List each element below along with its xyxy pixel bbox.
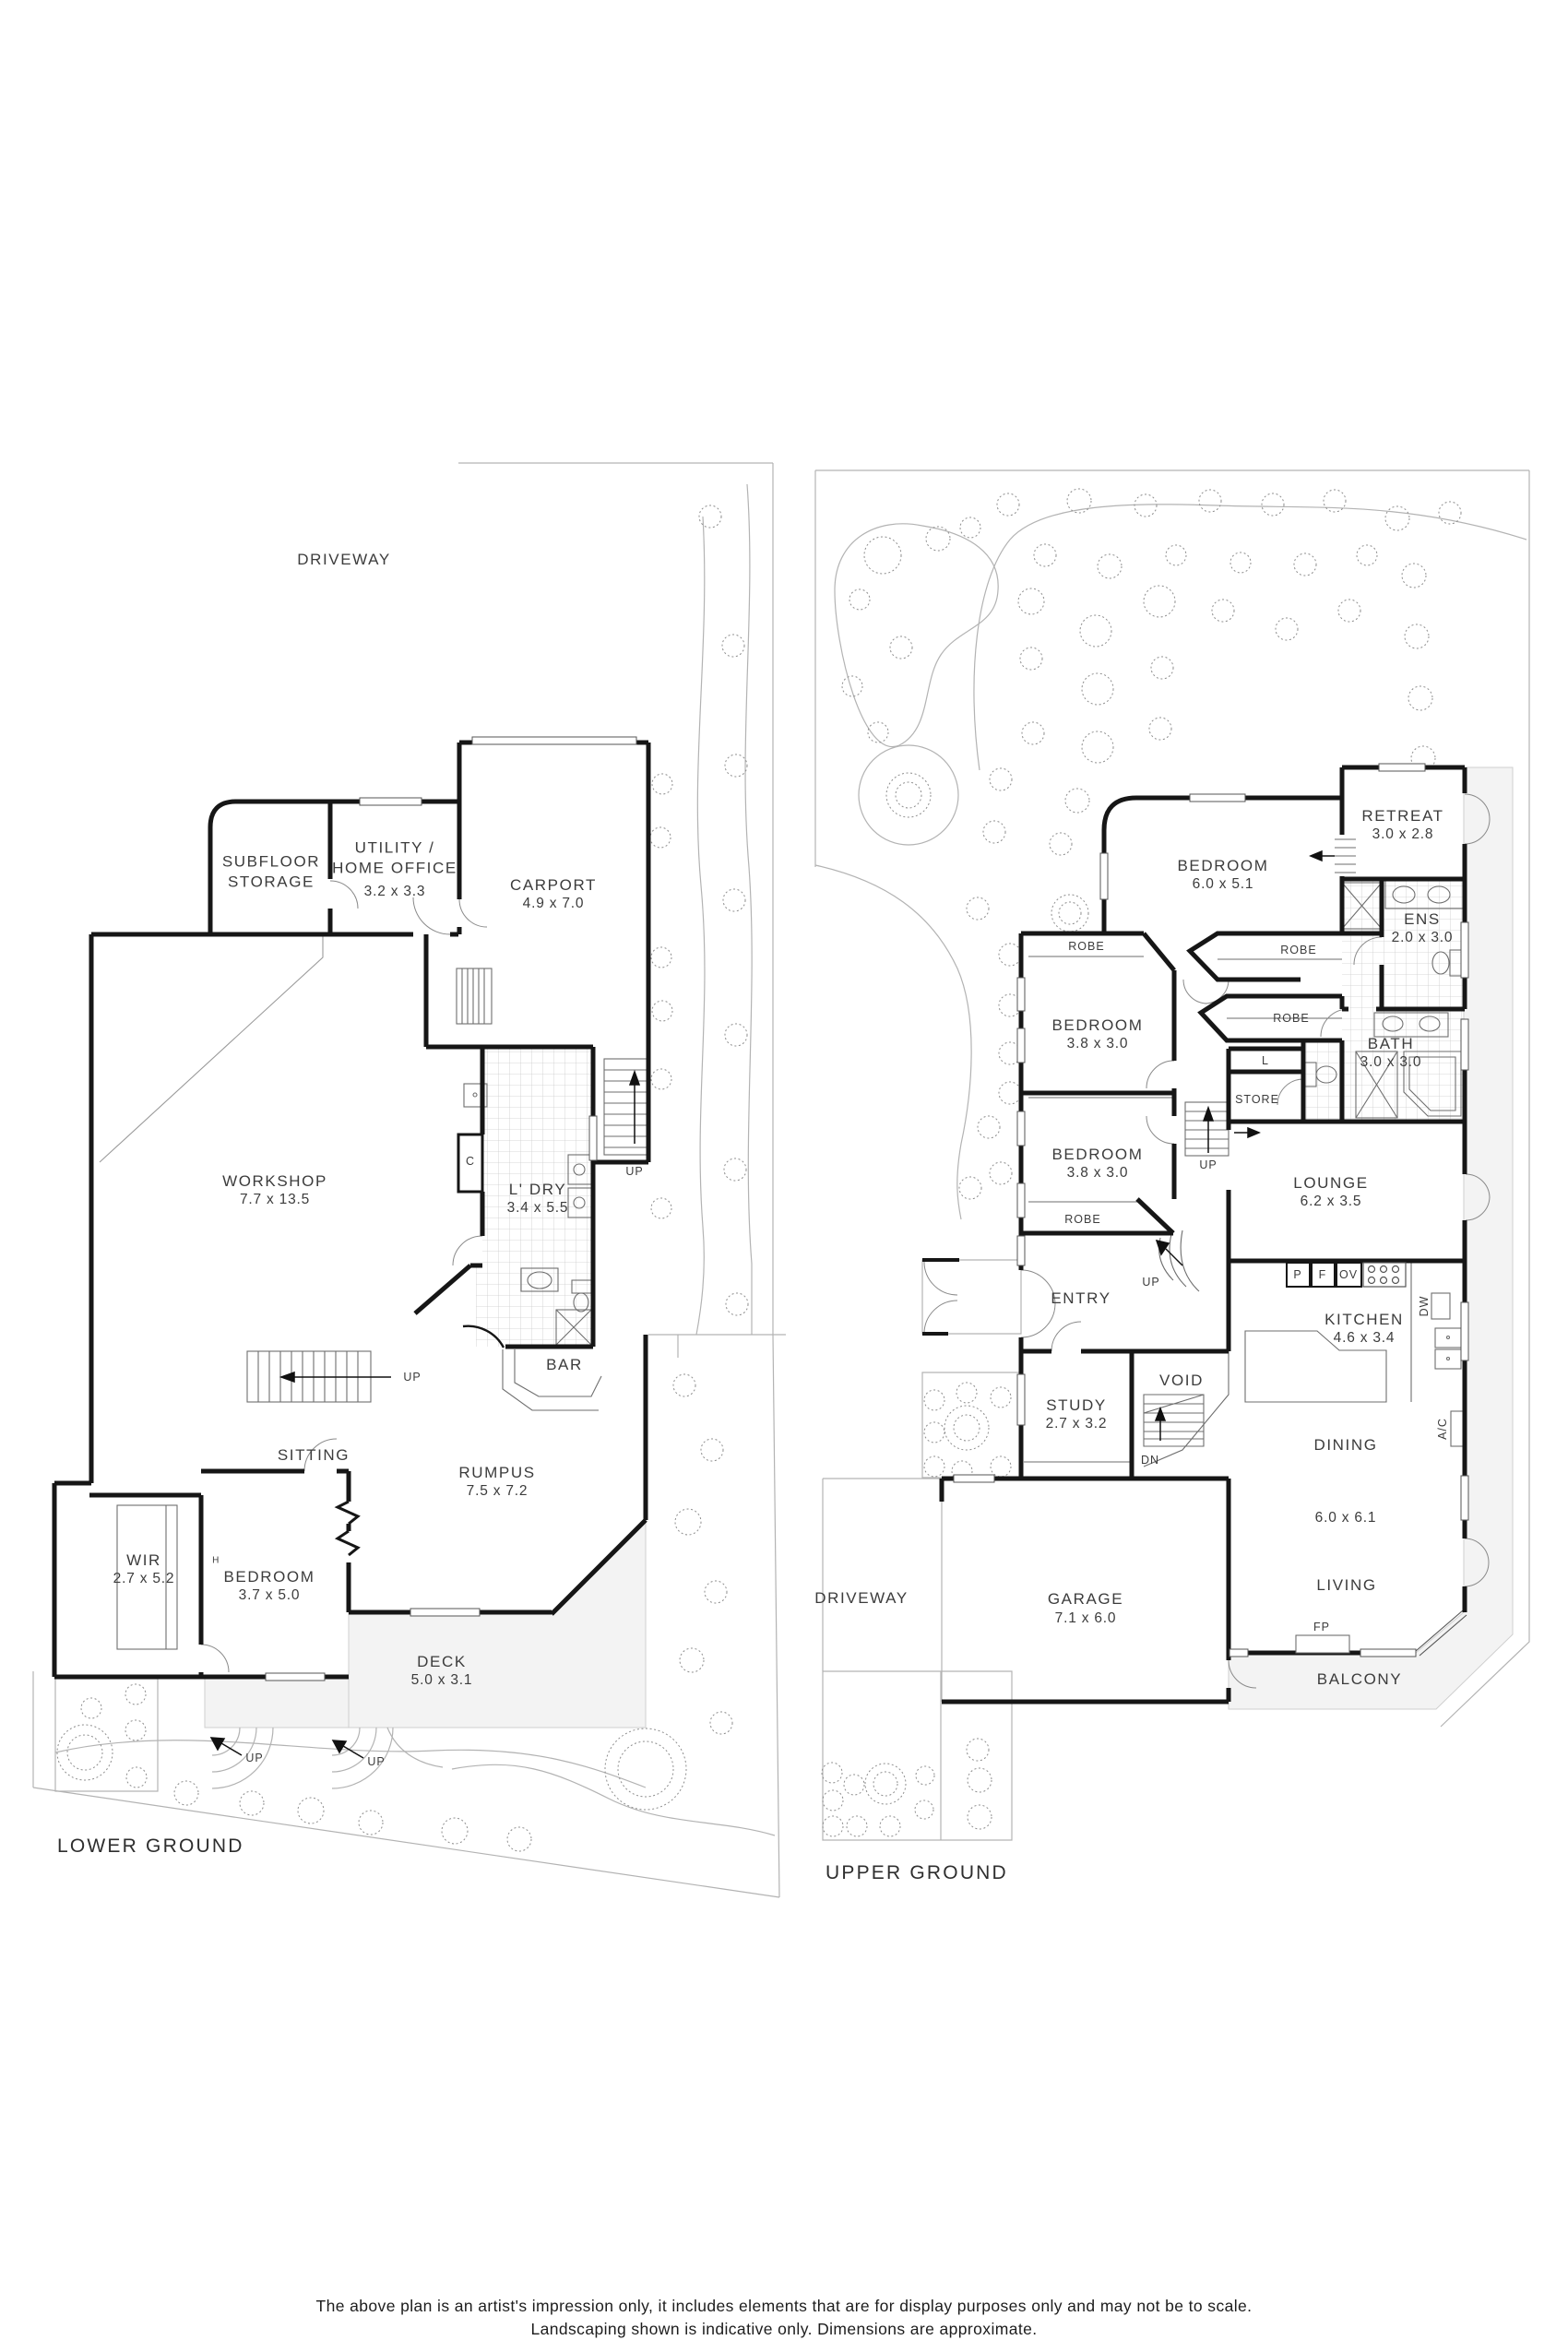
trees [56, 488, 1462, 1852]
label-kitchen-dims: 4.6 x 3.4 [1333, 1329, 1396, 1346]
label-aircon: A/C [1435, 1418, 1449, 1440]
label-lounge: LOUNGE [1293, 1173, 1369, 1192]
label-dn: DN [1140, 1453, 1160, 1467]
label-study: STUDY [1046, 1396, 1107, 1414]
label-laundry: L' DRY [508, 1180, 567, 1198]
label-garage-dims: 7.1 x 6.0 [1054, 1610, 1117, 1626]
door-arcs [200, 793, 1491, 1689]
label-entry: ENTRY [1051, 1289, 1111, 1307]
label-bedroom2-dims: 3.8 x 3.0 [1066, 1035, 1129, 1051]
label-bar: BAR [546, 1355, 583, 1373]
label-hotwater: H [212, 1555, 220, 1566]
walls [52, 740, 1467, 1705]
label-retreat-dims: 3.0 x 2.8 [1372, 826, 1434, 842]
label-laundry-dims: 3.4 x 5.5 [506, 1199, 569, 1216]
label-robe-upper2: ROBE [1273, 1011, 1310, 1025]
direction-arrows [209, 849, 1335, 1759]
label-bedroom-main-dims: 6.0 x 5.1 [1192, 875, 1254, 892]
label-bedroom-lower-dims: 3.7 x 5.0 [238, 1586, 301, 1603]
label-dining-living-dims: 6.0 x 6.1 [1314, 1509, 1377, 1526]
label-store: STORE [1235, 1092, 1279, 1106]
label-robe-bottom: ROBE [1064, 1212, 1101, 1226]
label-bath: BATH [1367, 1034, 1415, 1052]
label-ens: ENS [1404, 909, 1441, 928]
label-utility: UTILITY / HOME OFFICE [332, 838, 457, 877]
label-garage: GARAGE [1047, 1589, 1124, 1608]
label-balcony: BALCONY [1316, 1669, 1403, 1688]
label-up-hall: UP [1199, 1158, 1218, 1171]
label-workshop-dims: 7.7 x 13.5 [239, 1191, 311, 1207]
label-kitchen: KITCHEN [1324, 1310, 1404, 1328]
label-workshop: WORKSHOP [222, 1171, 327, 1190]
label-rumpus: RUMPUS [458, 1463, 536, 1481]
label-driveway-lower: DRIVEWAY [297, 550, 391, 568]
label-wir: WIR [126, 1550, 161, 1569]
label-living: LIVING [1316, 1575, 1377, 1594]
label-up-laundry: UP [625, 1164, 644, 1178]
label-driveway-upper: DRIVEWAY [814, 1588, 909, 1607]
label-robe-top: ROBE [1068, 939, 1105, 953]
label-bedroom3: BEDROOM [1051, 1145, 1144, 1163]
tiled-floors [476, 879, 1465, 1347]
label-bedroom2: BEDROOM [1051, 1016, 1144, 1034]
label-bedroom-main: BEDROOM [1177, 856, 1269, 874]
label-carport-dims: 4.9 x 7.0 [522, 895, 585, 911]
windows [265, 736, 1469, 1681]
label-cupboard: C [465, 1154, 476, 1168]
label-wir-dims: 2.7 x 5.2 [113, 1570, 175, 1586]
label-oven: OV [1338, 1267, 1359, 1281]
label-carport: CARPORT [509, 875, 598, 894]
label-deck: DECK [417, 1652, 467, 1670]
fireplace-icon [1295, 1634, 1350, 1654]
label-up-garden2: UP [367, 1754, 386, 1768]
label-rumpus-dims: 7.5 x 7.2 [466, 1482, 529, 1499]
label-deck-dims: 5.0 x 3.1 [410, 1671, 473, 1688]
label-up-garden1: UP [245, 1751, 264, 1764]
label-fridge: F [1318, 1267, 1327, 1281]
label-fireplace: FP [1313, 1620, 1330, 1633]
cooktop-icon [1362, 1262, 1407, 1288]
label-linen: L [1262, 1053, 1269, 1067]
plan-title-lower-ground: LOWER GROUND [57, 1835, 244, 1857]
label-void: VOID [1159, 1371, 1204, 1389]
label-robe-upper1: ROBE [1280, 943, 1317, 956]
deck-fill [204, 766, 1514, 1728]
label-pantry: P [1293, 1267, 1302, 1281]
label-dining: DINING [1313, 1435, 1378, 1454]
label-subfloor-storage: SUBFLOOR STORAGE [221, 852, 321, 891]
label-retreat: RETREAT [1361, 806, 1444, 825]
footer-disclaimer-line2: Landscaping shown is indicative only. Di… [530, 2320, 1038, 2338]
label-dishwasher: DW [1417, 1295, 1431, 1317]
label-utility-dims: 3.2 x 3.3 [363, 883, 426, 899]
label-bedroom3-dims: 3.8 x 3.0 [1066, 1164, 1129, 1181]
plan-title-upper-ground: UPPER GROUND [826, 1862, 1008, 1883]
label-study-dims: 2.7 x 3.2 [1045, 1415, 1108, 1431]
label-bedroom-lower: BEDROOM [223, 1567, 315, 1586]
label-up-sitting: UP [403, 1370, 422, 1384]
label-ens-dims: 2.0 x 3.0 [1391, 929, 1454, 945]
footer-disclaimer-line1: The above plan is an artist's impression… [315, 2297, 1253, 2315]
label-bath-dims: 3.0 x 3.0 [1360, 1053, 1422, 1070]
label-up-entry: UP [1142, 1275, 1160, 1289]
interior-thin-lines [99, 838, 1467, 1657]
label-lounge-dims: 6.2 x 3.5 [1300, 1193, 1362, 1209]
label-sitting: SITTING [277, 1445, 350, 1464]
